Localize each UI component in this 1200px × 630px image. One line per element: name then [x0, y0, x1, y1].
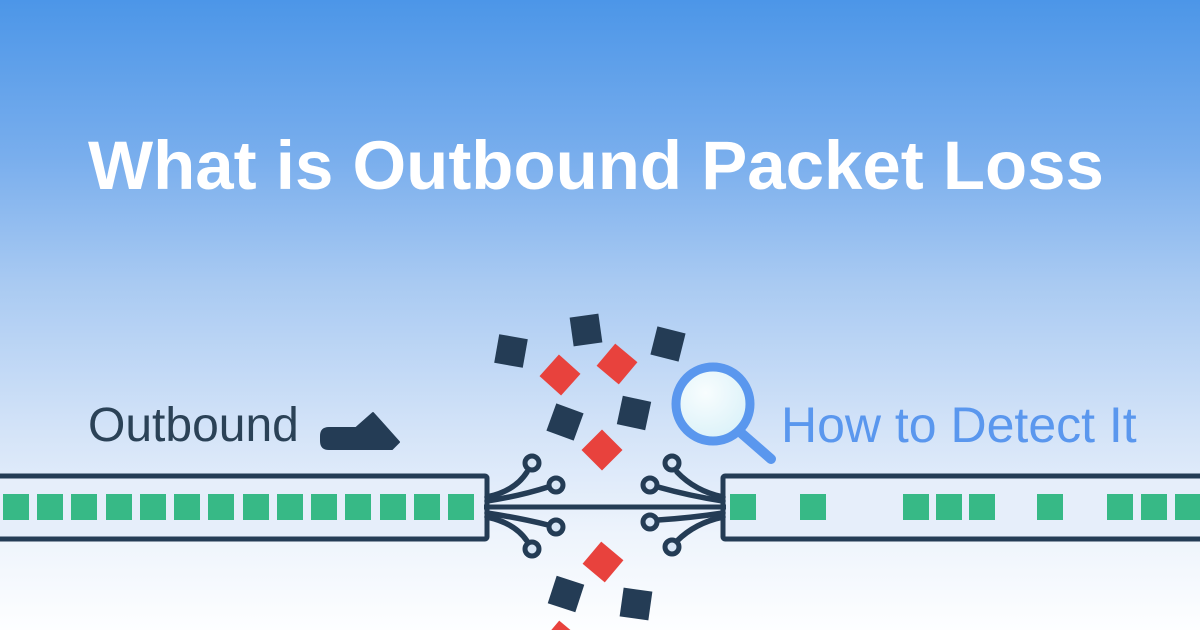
packet	[730, 494, 756, 520]
packet	[414, 494, 440, 520]
frayed-wires-right	[640, 453, 726, 557]
lost-packet	[619, 587, 653, 621]
lost-packet	[582, 541, 624, 583]
lost-packet	[539, 354, 581, 396]
packet	[106, 494, 132, 520]
page-title: What is Outbound Packet Loss	[88, 127, 1104, 204]
lost-packet	[547, 575, 585, 613]
lost-packet	[596, 343, 638, 385]
packet	[1037, 494, 1063, 520]
packet	[174, 494, 200, 520]
packet	[3, 494, 29, 520]
packet	[140, 494, 166, 520]
packet	[380, 494, 406, 520]
packet	[1175, 494, 1200, 520]
right-pipe-packets	[730, 494, 1200, 520]
detect-label: How to Detect It	[781, 397, 1137, 453]
lost-packet	[650, 326, 686, 362]
lost-packet	[616, 395, 652, 431]
packet	[800, 494, 826, 520]
packet	[71, 494, 97, 520]
magnifying-glass-icon	[671, 362, 776, 464]
lost-packet	[494, 334, 528, 368]
packet	[345, 494, 371, 520]
packet	[37, 494, 63, 520]
right-arrow-icon	[320, 412, 400, 450]
packet	[969, 494, 995, 520]
packet	[243, 494, 269, 520]
packet	[448, 494, 474, 520]
left-pipe-packets	[3, 494, 474, 520]
lost-packet	[581, 429, 623, 471]
packet	[936, 494, 962, 520]
packet	[277, 494, 303, 520]
outbound-label: Outbound	[88, 399, 299, 452]
lost-packet	[569, 313, 603, 347]
lost-packet	[546, 403, 584, 441]
packet	[208, 494, 234, 520]
lost-packets	[494, 313, 686, 630]
packet	[311, 494, 337, 520]
frayed-wires-left	[484, 453, 566, 559]
packet	[1141, 494, 1167, 520]
packet	[903, 494, 929, 520]
lost-packet	[540, 620, 582, 630]
packet	[1107, 494, 1133, 520]
